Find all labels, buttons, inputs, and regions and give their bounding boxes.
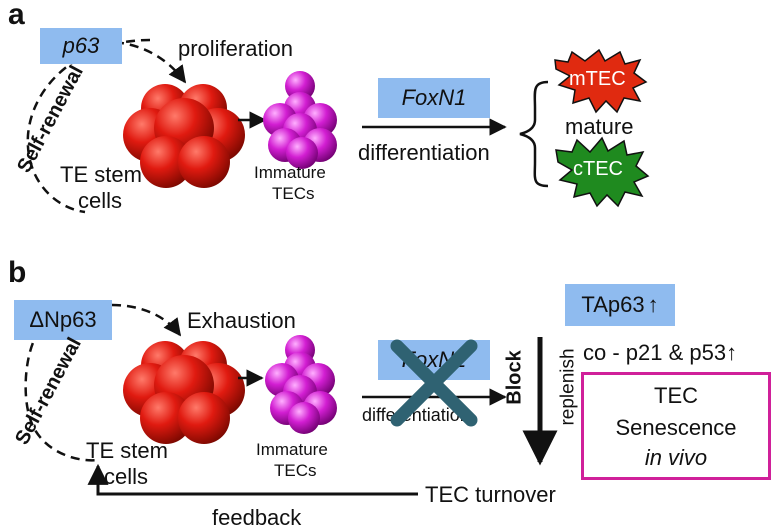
panel-label-b: b [8,256,27,289]
self-renewal-loop-b [24,329,99,462]
immature-tecs-label-b-line1: Immature [256,440,328,459]
cross-mark [390,339,478,427]
differentiation-label-b: differentiation [362,405,470,425]
tap63-up-arrow-icon: ↑ [647,292,659,317]
tec-turnover-label: TEC turnover [425,482,556,507]
exhaustion-arrow-b [111,303,182,337]
differentiation-label-a: differentiation [358,140,490,165]
stem-cells-label-b-line2: cells [104,464,149,489]
senescence-box: TEC Senescence in vivo [581,372,771,480]
deltanp63-gene-box: ΔNp63 [14,300,112,340]
foxn1-gene-box-a: FoxN1 [378,78,490,118]
stem-cell-cluster-a [123,84,245,188]
ctec-label: cTEC [573,158,623,180]
senescence-line1: TEC [654,383,698,408]
senescence-line2: Senescence [615,415,737,440]
immature-tecs-label-a-line2: TECs [272,184,315,203]
mature-label: mature [565,114,634,139]
tap63-gene-box: TAp63 ↑ [565,284,675,326]
mtec-label: mTEC [569,68,626,90]
immature-tecs-label-a-line1: Immature [254,163,326,182]
brace-a [519,80,549,188]
p63-gene-box: p63 [40,28,122,64]
immature-cell-cluster-b [265,335,337,434]
ctec-star [555,136,650,208]
cofactors-label: co - p21 & p53↑ [583,340,737,366]
senescence-line3: in vivo [644,445,708,470]
tap63-label: TAp63 [581,292,645,317]
proliferation-label: proliferation [178,36,293,61]
stem-cells-label-a-line1: TE stem [60,162,142,187]
cofactors-text: co - p21 & p53 [583,340,727,365]
panel-label-a: a [8,0,25,31]
feedback-arrow [87,463,418,496]
stem-cells-label-a-line2: cells [78,188,123,213]
immature-tecs-label-b-line2: TECs [274,461,317,480]
stem-cell-cluster-b [123,341,245,444]
mtec-star [554,48,648,114]
exhaustion-label: Exhaustion [187,308,296,333]
p53-up-arrow-icon: ↑ [726,340,738,365]
feedback-label: feedback [212,505,302,530]
immature-cell-cluster-a [263,71,337,169]
stem-cells-label-b-line1: TE stem [86,438,168,463]
replenish-label: replenish [557,348,579,426]
proliferation-arrow-a [99,40,187,84]
block-label: Block [503,350,526,405]
